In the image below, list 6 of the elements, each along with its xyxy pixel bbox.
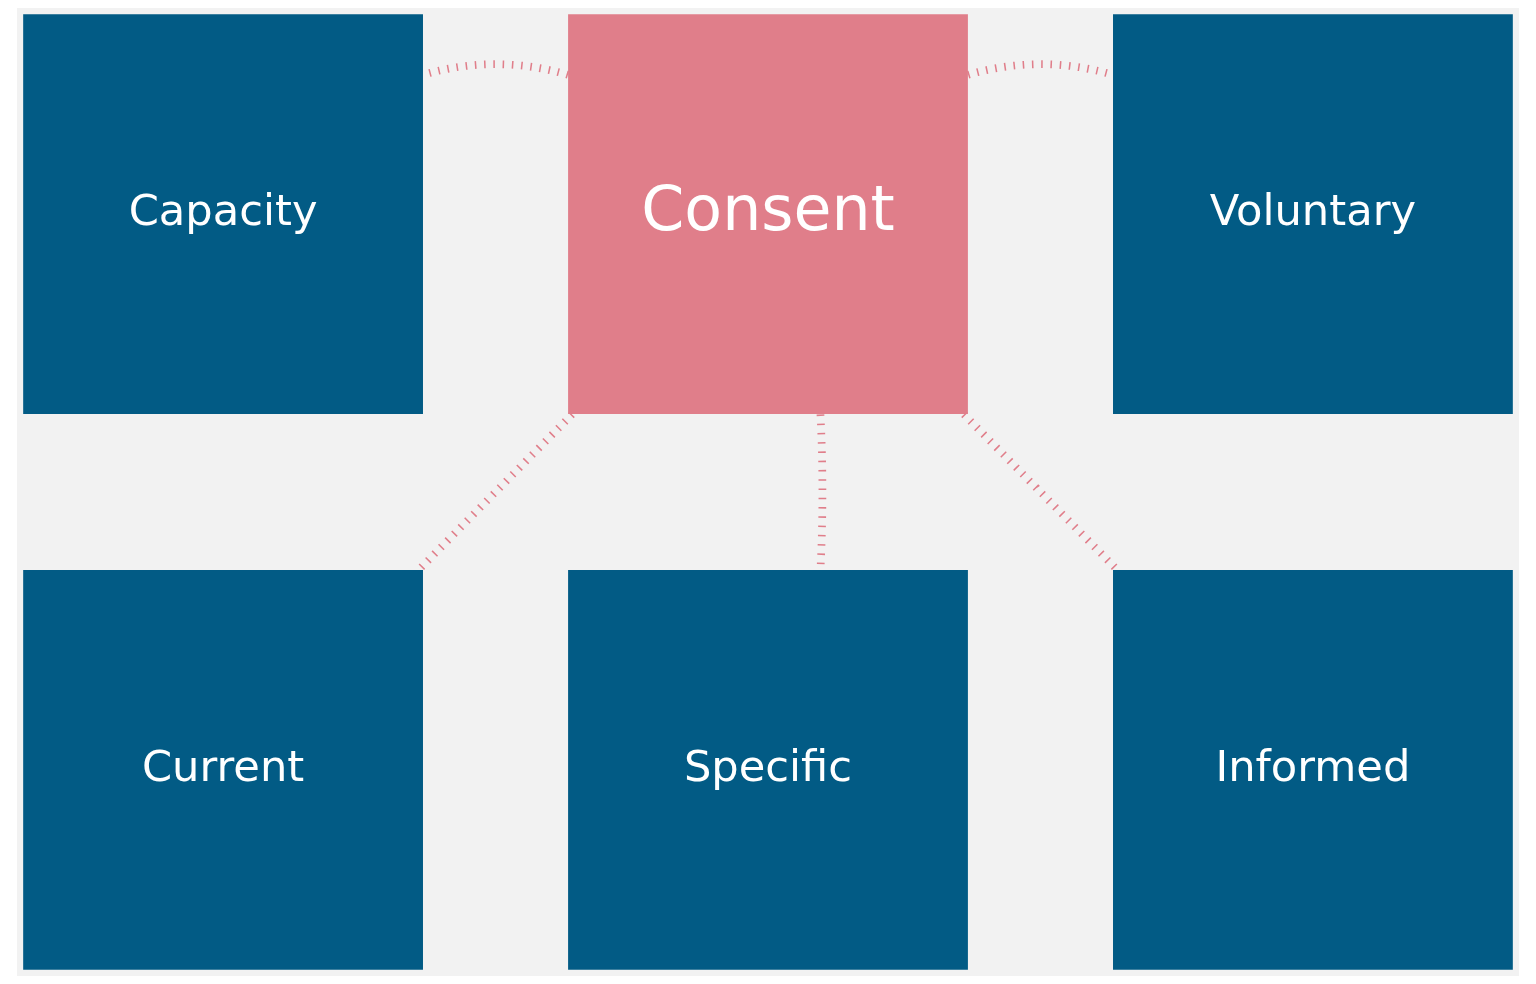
node-box: Consent — [568, 14, 968, 415]
node-box: Informed — [1113, 569, 1513, 970]
node-box: Voluntary — [1113, 14, 1513, 415]
node-box: Capacity — [23, 14, 423, 415]
node-box: Specific — [568, 569, 968, 970]
node-box: Current — [23, 569, 423, 970]
